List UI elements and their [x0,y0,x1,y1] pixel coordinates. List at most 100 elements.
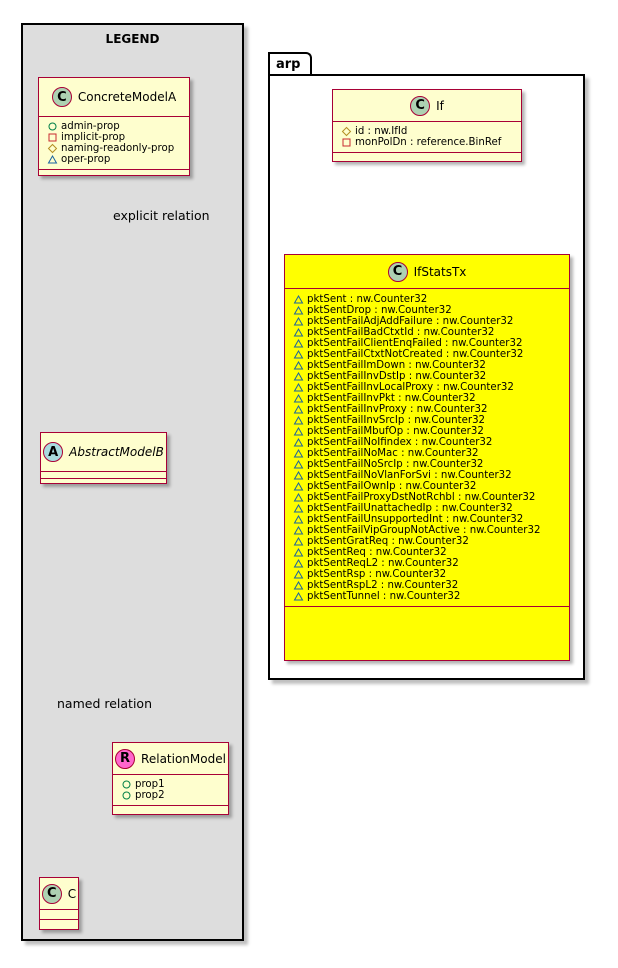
package-visibility-icon [293,316,304,327]
attribute-text: pktSentTunnel : nw.Counter32 [307,591,461,602]
attribute-text: oper-prop [61,154,111,165]
package-visibility-icon [293,360,304,371]
attribute-row: pktSentRspL2 : nw.Counter32 [293,580,563,591]
class-header: C If [333,90,521,122]
class-name: ConcreteModelA [77,90,177,104]
package-visibility-icon [293,382,304,393]
package-name: arp [276,57,301,72]
attribute-text: pktSentRsp : nw.Counter32 [307,569,447,580]
class-header: C C [40,878,78,910]
package-visibility-icon [293,470,304,481]
protected-visibility-icon [47,143,58,154]
package-visibility-icon [293,547,304,558]
class-badge-icon: C [41,883,62,904]
package-visibility-icon [293,338,304,349]
attribute-text: pktSentGratReq : nw.Counter32 [307,536,469,547]
class-badge-icon: A [43,442,64,462]
package-visibility-icon [293,591,304,602]
class-badge-icon: C [410,95,431,116]
attribute-row: pktSentFailNoMac : nw.Counter32 [293,448,563,459]
attribute-text: pktSentDrop : nw.Counter32 [307,305,452,316]
explicit-relation-label: explicit relation [113,208,210,223]
attribute-row: pktSentFailNoIfindex : nw.Counter32 [293,437,563,448]
attribute-text: naming-readonly-prop [61,143,175,154]
class-name: C [67,886,77,901]
attribute-text: pktSentFailUnsupportedInt : nw.Counter32 [307,514,524,525]
protected-visibility-icon [341,126,352,137]
attribute-row: pktSentFailNoSrcIp : nw.Counter32 [293,459,563,470]
class-name: RelationModel [141,751,226,766]
class-name: If [436,98,444,113]
attribute-row: monPolDn : reference.BinRef [341,137,515,148]
attribute-row: prop2 [121,790,222,801]
package-visibility-icon [293,426,304,437]
attribute-row: pktSentFailProxyDstNotRchbl : nw.Counter… [293,492,563,503]
attribute-row: pktSentGratReq : nw.Counter32 [293,536,563,547]
attribute-text: prop1 [135,779,165,790]
attribute-text: monPolDn : reference.BinRef [355,137,502,148]
private-visibility-icon [47,132,58,143]
attribute-text: id : nw.IfId [355,126,408,137]
attribute-row: pktSentTunnel : nw.Counter32 [293,591,563,602]
attribute-text: pktSentFailClientEnqFailed : nw.Counter3… [307,338,523,349]
attribute-row: pktSentFailAdjAddFailure : nw.Counter32 [293,316,563,327]
attribute-text: admin-prop [61,121,120,132]
attribute-row: admin-prop [47,121,183,132]
package-visibility-icon [293,503,304,514]
attribute-text: implicit-prop [61,132,126,143]
package-visibility-icon [47,154,58,165]
package-visibility-icon [293,415,304,426]
package-visibility-icon [293,371,304,382]
attribute-row: pktSentFailNoVlanForSvi : nw.Counter32 [293,470,563,481]
method-separator [333,152,521,159]
package-visibility-icon [293,580,304,591]
package-visibility-icon [293,437,304,448]
package-visibility-icon [293,514,304,525]
c-class[interactable]: C C [39,877,79,930]
attribute-row: pktSentFailBadCtxtId : nw.Counter32 [293,327,563,338]
class-header: A AbstractModelB [41,433,166,472]
attribute-row: pktSentFailImDown : nw.Counter32 [293,360,563,371]
class-header: R RelationModel [113,743,228,775]
package-tab: arp [268,52,312,76]
attribute-row: pktSentFailUnattachedIp : nw.Counter32 [293,503,563,514]
attribute-text: pktSentRspL2 : nw.Counter32 [307,580,459,591]
class-header: C IfStatsTx [285,255,569,289]
package-visibility-icon [293,404,304,415]
attribute-row: id : nw.IfId [341,126,515,137]
attribute-text: pktSentFailProxyDstNotRchbl : nw.Counter… [307,492,536,503]
class-badge-icon: C [387,261,408,282]
attribute-text: prop2 [135,790,165,801]
attribute-text: pktSentFailUnattachedIp : nw.Counter32 [307,503,513,514]
attribute-row: pktSentDrop : nw.Counter32 [293,305,563,316]
package-visibility-icon [293,393,304,404]
attribute-text: pktSentFailNoMac : nw.Counter32 [307,448,479,459]
field-separator [41,472,166,479]
public-visibility-icon [121,779,132,790]
public-visibility-icon [121,790,132,801]
attribute-text: pktSentFailImDown : nw.Counter32 [307,360,486,371]
class-name: IfStatsTx [413,264,467,279]
attribute-row: pktSentFailUnsupportedInt : nw.Counter32 [293,514,563,525]
attribute-text: pktSentFailInvPkt : nw.Counter32 [307,393,476,404]
attribute-text: pktSentFailInvSrcIp : nw.Counter32 [307,415,486,426]
attribute-text: pktSentFailAdjAddFailure : nw.Counter32 [307,316,514,327]
attribute-row: pktSentFailCtxtNotCreated : nw.Counter32 [293,349,563,360]
method-separator [39,169,189,176]
attribute-text: pktSentFailNoIfindex : nw.Counter32 [307,437,493,448]
attribute-text: pktSentFailNoSrcIp : nw.Counter32 [307,459,484,470]
attribute-text: pktSent : nw.Counter32 [307,294,428,305]
attribute-row: pktSentFailInvLocalProxy : nw.Counter32 [293,382,563,393]
attribute-row: implicit-prop [47,132,183,143]
abstract-model-b-class[interactable]: A AbstractModelB [40,432,167,484]
method-separator [285,606,569,613]
attribute-text: pktSentFailNoVlanForSvi : nw.Counter32 [307,470,512,481]
attribute-row: prop1 [121,779,222,790]
class-name: AbstractModelB [69,445,164,459]
